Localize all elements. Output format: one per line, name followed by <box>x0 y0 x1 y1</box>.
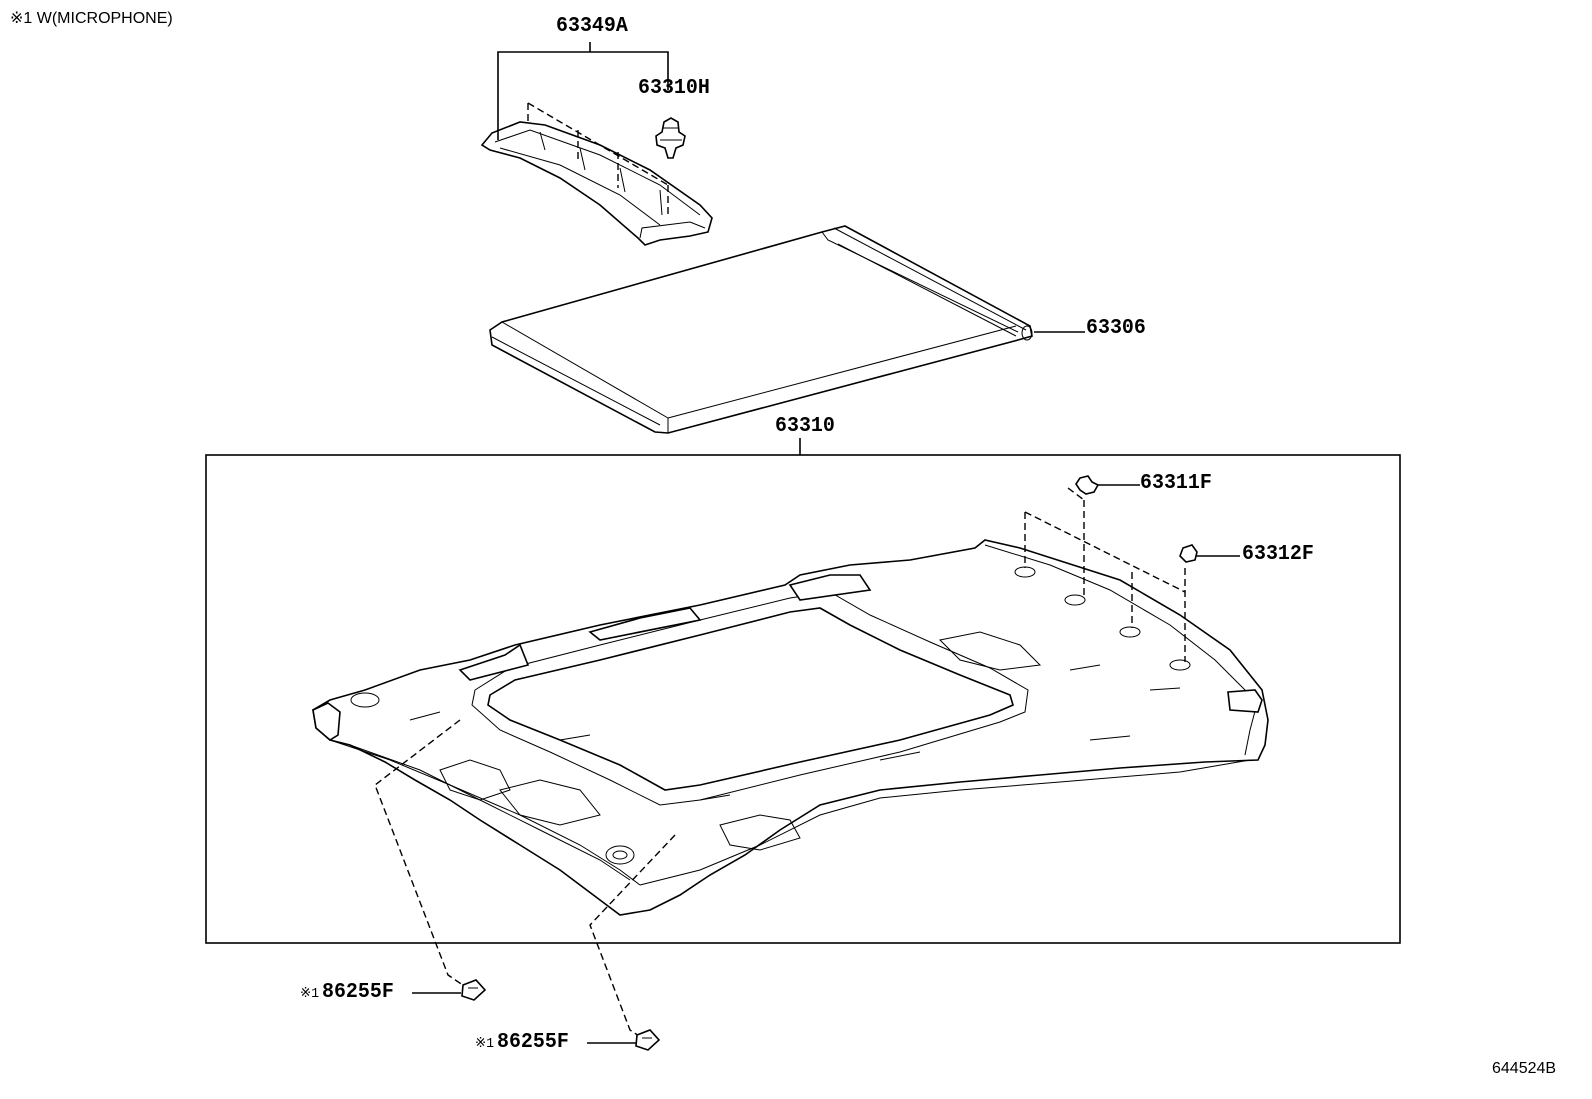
part-86255F-a[interactable] <box>461 979 487 1001</box>
part-63312F-clip[interactable] <box>1179 544 1198 563</box>
diagram-id: 644524B <box>1492 1060 1557 1077</box>
callout-63306[interactable]: 63306 <box>1086 317 1146 340</box>
clip-phantom-lines <box>1024 487 1186 662</box>
callout-63312F[interactable]: 63312F <box>1242 543 1314 566</box>
note-mark: ※1 <box>300 986 320 1002</box>
callout-63349A[interactable]: 63349A <box>556 15 628 38</box>
part-63311F-clip[interactable] <box>1075 475 1100 495</box>
callout-86255F-b-number: 86255F <box>496 1031 569 1054</box>
callout-86255F-a-number: 86255F <box>321 981 394 1004</box>
part-63310H-clip[interactable] <box>655 117 686 159</box>
leader-63349A <box>497 42 669 140</box>
part-63310-headliner[interactable] <box>312 539 1269 916</box>
group-frame-63310 <box>205 454 1401 944</box>
note-mark: ※1 <box>475 1036 495 1052</box>
bracket-phantom-lines <box>527 102 669 218</box>
part-63349A-bracket[interactable] <box>480 121 713 246</box>
callout-63310H[interactable]: 63310H <box>638 77 710 100</box>
callout-63311F[interactable]: 63311F <box>1140 472 1212 495</box>
part-86255F-b[interactable] <box>635 1029 661 1051</box>
microphone-note: ※1 W(MICROPHONE) <box>10 10 173 27</box>
phantom-86255F-a <box>374 719 471 991</box>
callout-63310[interactable]: 63310 <box>775 415 835 438</box>
part-63306-sunshade[interactable] <box>489 225 1033 434</box>
